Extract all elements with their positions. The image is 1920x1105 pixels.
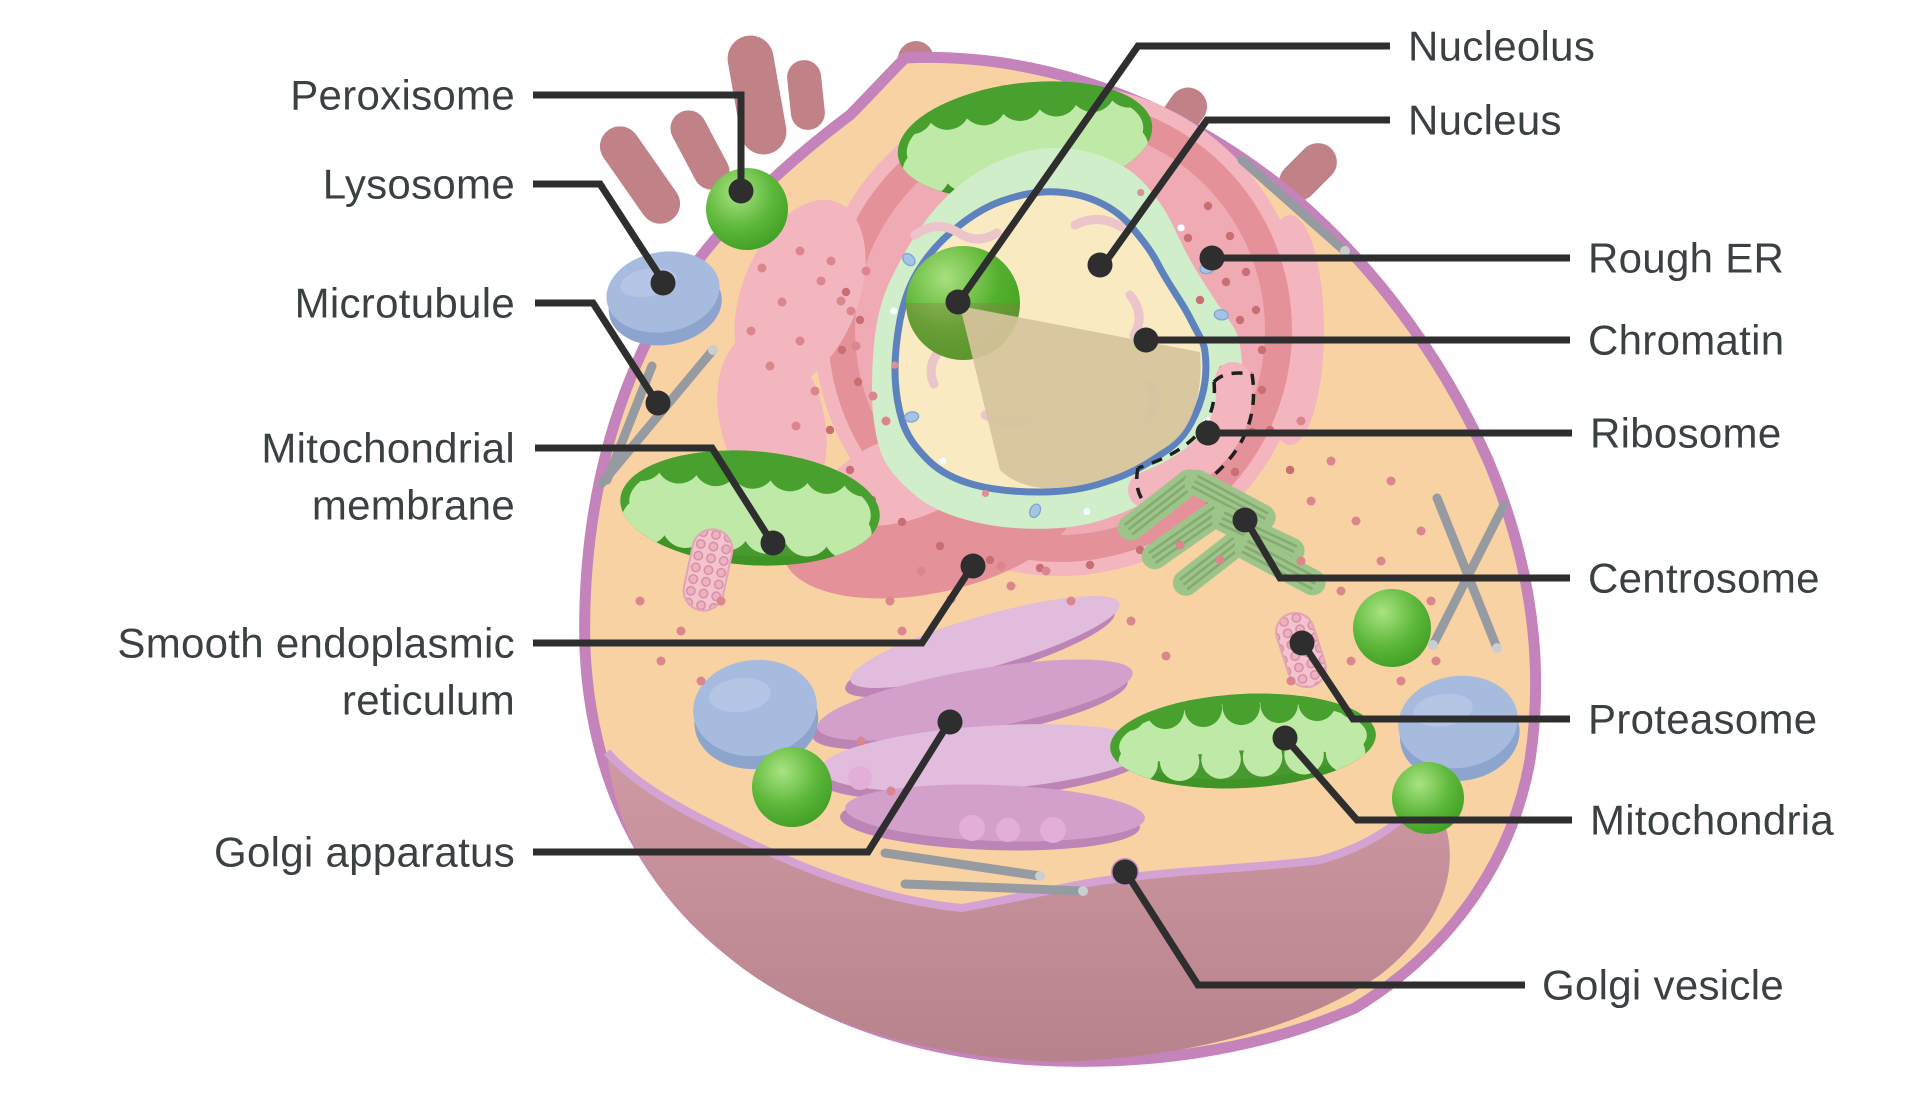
centriole [1141, 500, 1229, 570]
pointer-ribosome [1195, 420, 1572, 446]
label-centrosome: Centrosome [1588, 555, 1820, 602]
villus [599, 126, 681, 224]
golgi-vesicle-small [1040, 817, 1066, 843]
label-smooth-er-1: Smooth endoplasmic [117, 620, 515, 667]
pointer-rough-er [1199, 245, 1570, 271]
annotations: Peroxisome Lysosome Microtubule Mitochon… [117, 23, 1834, 1009]
golgi-cisterna [817, 659, 1133, 741]
green-vesicle-1 [752, 747, 832, 827]
lysosome-2 [693, 659, 819, 770]
label-ribosome: Ribosome [1590, 410, 1781, 457]
label-mitochondria: Mitochondria [1590, 797, 1834, 844]
villus [1279, 143, 1337, 201]
pointer-golgi-vesicle [1112, 859, 1525, 989]
microtubule-rod [880, 848, 1045, 881]
organelles [597, 67, 1520, 896]
label-rough-er: Rough ER [1588, 235, 1784, 282]
nucleus [872, 147, 1243, 529]
label-microtubule: Microtubule [295, 280, 515, 327]
pointer-chromatin [1133, 327, 1570, 353]
golgi-vesicle-small [848, 766, 872, 790]
label-peroxisome: Peroxisome [290, 72, 515, 119]
golgi-vesicle-small [959, 815, 985, 841]
peroxisome [706, 168, 788, 250]
villus [670, 110, 730, 190]
label-lysosome: Lysosome [323, 161, 515, 208]
green-vesicle-3 [1353, 589, 1431, 667]
pointer-smooth-er [533, 553, 986, 647]
microtubule-rod [1237, 155, 1352, 258]
pointer-lysosome [533, 180, 676, 296]
nucleus-cut-wedge [960, 306, 1201, 489]
golgi-cisterna [845, 784, 1145, 842]
microtubule-rod [900, 879, 1088, 896]
label-mitochondrial-membrane-2: membrane [312, 482, 515, 529]
golgi-cisterna [820, 724, 1150, 792]
pointer-peroxisome [533, 91, 754, 204]
label-proteasome: Proteasome [1588, 696, 1817, 743]
label-mitochondrial-membrane-1: Mitochondrial [261, 425, 515, 472]
label-smooth-er-2: reticulum [342, 677, 515, 724]
centriole [1117, 469, 1203, 541]
label-golgi-apparatus: Golgi apparatus [214, 829, 515, 876]
golgi-cisterna [850, 596, 1120, 688]
green-vesicle-2 [1392, 762, 1464, 834]
golgi-apparatus [812, 596, 1150, 886]
cytoplasm-ribosome-dots [635, 246, 1441, 796]
pointer-mitochondrial-membrane [535, 444, 786, 556]
label-golgi-vesicle: Golgi vesicle [1542, 962, 1784, 1009]
label-nucleus: Nucleus [1408, 97, 1562, 144]
pointer-microtubule [535, 299, 671, 416]
pointer-mitochondria [1272, 725, 1572, 824]
villus [787, 60, 825, 130]
pointer-nucleus [1087, 116, 1390, 278]
golgi-vesicle-small [996, 818, 1020, 842]
proteasome [682, 528, 734, 612]
pointer-golgi-apparatus [533, 709, 963, 856]
microtubule-rod [597, 345, 718, 488]
pointer-centrosome [1232, 507, 1570, 582]
pointer-proteasome [1289, 630, 1570, 723]
label-nucleolus: Nucleolus [1408, 23, 1595, 70]
pointer-nucleolus [945, 42, 1390, 315]
label-chromatin: Chromatin [1588, 317, 1784, 364]
